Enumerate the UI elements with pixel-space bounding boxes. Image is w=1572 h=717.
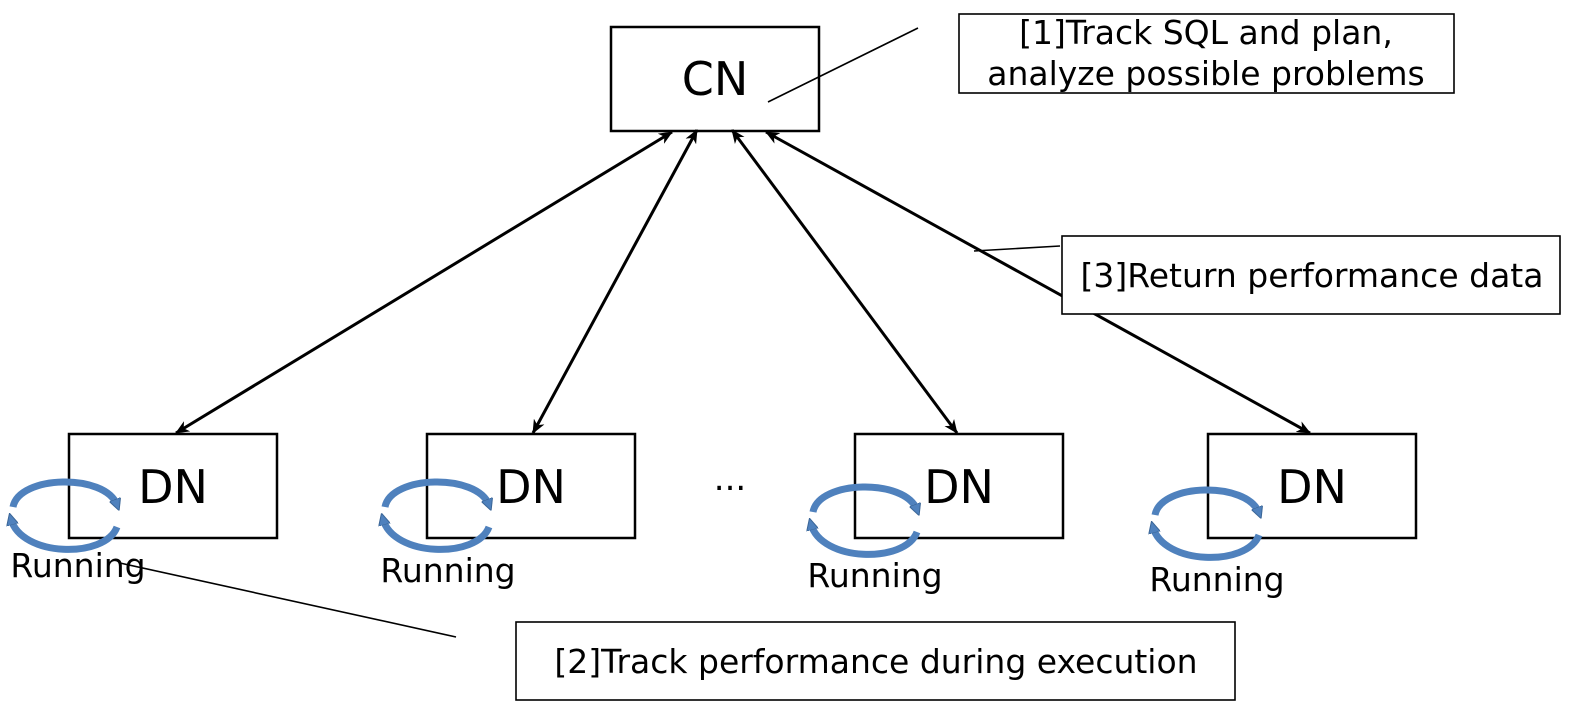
dn-label-4: DN [1277,460,1347,514]
note-2-leader [119,562,457,638]
dn-node-1: DN [67,432,279,540]
dn-label-2: DN [496,460,566,514]
cn-node: CN [609,25,821,133]
note-3-leader [973,245,1061,252]
running-label-4: Running [1149,560,1284,599]
note-2: [2]Track performance during execution [515,621,1236,701]
arrow-cn-dn-2 [531,129,699,434]
cycle-arrow-icon-3 [811,483,917,558]
cn-label: CN [682,52,749,106]
note-3: [3]Return performance data [1061,235,1561,315]
dn-label-1: DN [138,460,208,514]
running-label-1: Running [10,546,145,585]
cycle-arrow-icon-2 [383,478,489,553]
note-1-line-1: [1]Track SQL and plan, [1019,13,1393,52]
note-1-line-2: analyze possible problems [987,54,1425,93]
note-3-text: [3]Return performance data [1081,256,1544,295]
ellipsis: ... [714,459,746,499]
dn-node-4: DN [1206,432,1418,540]
dn-label-3: DN [924,460,994,514]
arrow-cn-dn-4 [765,130,1311,435]
running-label-2: Running [380,551,515,590]
running-label-3: Running [807,556,942,595]
cycle-arrow-icon-4 [1153,486,1259,561]
note-1-leader [767,27,919,103]
arrow-cn-dn-1 [175,130,673,435]
cycle-arrow-icon-1 [11,478,117,553]
dn-node-3: DN [853,432,1065,540]
note-2-text: [2]Track performance during execution [554,642,1197,681]
note-1: [1]Track SQL and plan, analyze possible … [958,13,1455,94]
